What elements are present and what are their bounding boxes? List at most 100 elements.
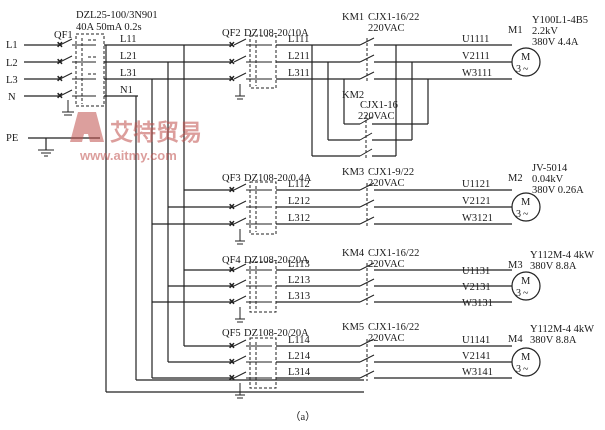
branch-1-line-1: L111 (288, 34, 309, 45)
branch-3-km-model: CJX1-16/22 (368, 248, 419, 259)
qf1-model: DZL25-100/3N901 (76, 10, 158, 21)
svg-text:×: × (57, 91, 63, 102)
svg-text:×: × (229, 185, 235, 196)
branch-1-km-volt: 220VAC (368, 23, 405, 34)
motor-m3-symbol (511, 271, 541, 301)
branch-1-line-3: L311 (288, 68, 310, 79)
watermark-text: 艾特贸易 (110, 119, 202, 145)
branch-4-km-model: CJX1-16/22 (368, 322, 419, 333)
branch-3-line-2: L213 (288, 275, 310, 286)
svg-text:3: 3 (516, 209, 521, 220)
branch-4-qf-model: DZ108-20/20A (244, 328, 309, 339)
branch-1-motor-l3: 380V 4.4A (532, 37, 579, 48)
pe-label: PE (6, 133, 18, 144)
branch-1-motor: M1 (508, 25, 523, 36)
branch-1-term-2: V2111 (462, 51, 490, 62)
branch-3-line-1: L113 (288, 259, 310, 270)
svg-text:~: ~ (523, 364, 529, 375)
branch-3-km: KM4 (342, 248, 365, 259)
supply-inputs: L1 L2 L3 N (6, 40, 60, 103)
svg-text:M: M (521, 197, 531, 208)
branch-3-term-2: V2131 (462, 282, 491, 293)
km2-model: CJX1-16 (360, 100, 398, 111)
branch-1-qf-model: DZ108-20/10A (244, 28, 309, 39)
branch-3-qf: QF4 (222, 255, 241, 266)
branch-1-motor-model: Y100L1-4B5 (532, 15, 588, 26)
pe-ground: PE (6, 133, 100, 157)
branch-3-term-3: W3131 (462, 298, 493, 309)
qf1-out-l31: L31 (120, 68, 137, 79)
svg-text:×: × (229, 202, 235, 213)
branch-4-qf: QF5 (222, 328, 241, 339)
motor-m2-symbol (511, 192, 541, 222)
branch-2-motor-model: JV-5014 (532, 163, 568, 174)
branch-1-line-2: L211 (288, 51, 310, 62)
qf1-out-l21: L21 (120, 51, 137, 62)
branch-3: QF4 DZ108-20/20A ××× L113 L213 L313 KM4 … (152, 248, 594, 323)
branch-4-motor-l2: 380V 8.8A (530, 335, 577, 346)
branch-4-km-volt: 220VAC (368, 333, 405, 344)
branch-3-km-volt: 220VAC (368, 259, 405, 270)
branch-1-term-1: U1111 (462, 34, 489, 45)
branch-4-line-1: L114 (288, 335, 311, 346)
svg-text:~: ~ (523, 288, 529, 299)
branch-2-line-1: L112 (288, 179, 310, 190)
figure-caption: （a） (290, 411, 316, 423)
svg-text:3: 3 (516, 288, 521, 299)
svg-text:~: ~ (523, 64, 529, 75)
branch-2-motor-l2: 0.04kV (532, 174, 564, 185)
branch-1-motor-l2: 2.2kV (532, 26, 558, 37)
km2-volt: 220VAC (358, 111, 395, 122)
svg-text:×: × (229, 265, 235, 276)
branch-4-term-1: U1141 (462, 335, 490, 346)
svg-text:×: × (229, 40, 235, 51)
supply-label-l1: L1 (6, 40, 18, 51)
svg-text:×: × (229, 373, 235, 384)
branch-4-term-2: V2141 (462, 351, 491, 362)
branch-2-km-model: CJX1-9/22 (368, 167, 414, 178)
km2-reversing: KM2 CJX1-16 220VAC (311, 45, 429, 158)
branch-4-line-2: L214 (288, 351, 311, 362)
branch-2-motor-l3: 380V 0.26A (532, 185, 584, 196)
branch-2-qf: QF3 (222, 173, 241, 184)
branch-1-term-3: W3111 (462, 68, 492, 79)
branch-4-km: KM5 (342, 322, 364, 333)
watermark: 艾特贸易 www.aitmy.com (70, 112, 202, 163)
svg-text:3: 3 (516, 64, 521, 75)
branch-2-motor: M2 (508, 173, 523, 184)
branch-3-motor: M3 (508, 260, 523, 271)
svg-text:M: M (521, 352, 531, 363)
branch-4-motor-model: Y112M-4 4kW (530, 324, 594, 335)
qf1-out-l11: L11 (120, 34, 137, 45)
qf1-rating: 40A 50mA 0.2s (76, 22, 142, 33)
branch-3-motor-l2: 380V 8.8A (530, 261, 577, 272)
branch-1: QF2 DZ108-20/10A ××× L111 L211 L311 KM1 … (222, 12, 588, 100)
svg-text:×: × (229, 219, 235, 230)
branch-1-km-model: CJX1-16/22 (368, 12, 419, 23)
branch-3-term-1: U1131 (462, 266, 490, 277)
qf1-out-n1: N1 (120, 85, 133, 96)
qf1-label: QF1 (54, 30, 73, 41)
svg-text:×: × (229, 297, 235, 308)
supply-label-n: N (8, 92, 16, 103)
branch-3-line-3: L313 (288, 291, 310, 302)
branch-1-km: KM1 (342, 12, 364, 23)
branch-2-qf-model: DZ108-20/0.4A (244, 173, 312, 184)
branch-1-qf: QF2 (222, 28, 241, 39)
svg-text:×: × (229, 74, 235, 85)
svg-text:M: M (521, 276, 531, 287)
branch-3-qf-model: DZ108-20/20A (244, 255, 309, 266)
svg-text:×: × (57, 74, 63, 85)
branch-2-km-volt: 220VAC (368, 178, 405, 189)
branch-4-motor: M4 (508, 334, 523, 345)
branch-2-term-3: W3121 (462, 213, 493, 224)
qf1-breaker: DZL25-100/3N901 40A 50mA 0.2s QF1 ×× ×× (54, 10, 158, 116)
branch-2-term-1: U1121 (462, 179, 490, 190)
motor-m1-symbol (511, 47, 541, 77)
svg-text:×: × (229, 57, 235, 68)
supply-label-l2: L2 (6, 58, 18, 69)
svg-text:M: M (521, 52, 531, 63)
supply-label-l3: L3 (6, 75, 18, 86)
branch-2-line-3: L312 (288, 213, 310, 224)
